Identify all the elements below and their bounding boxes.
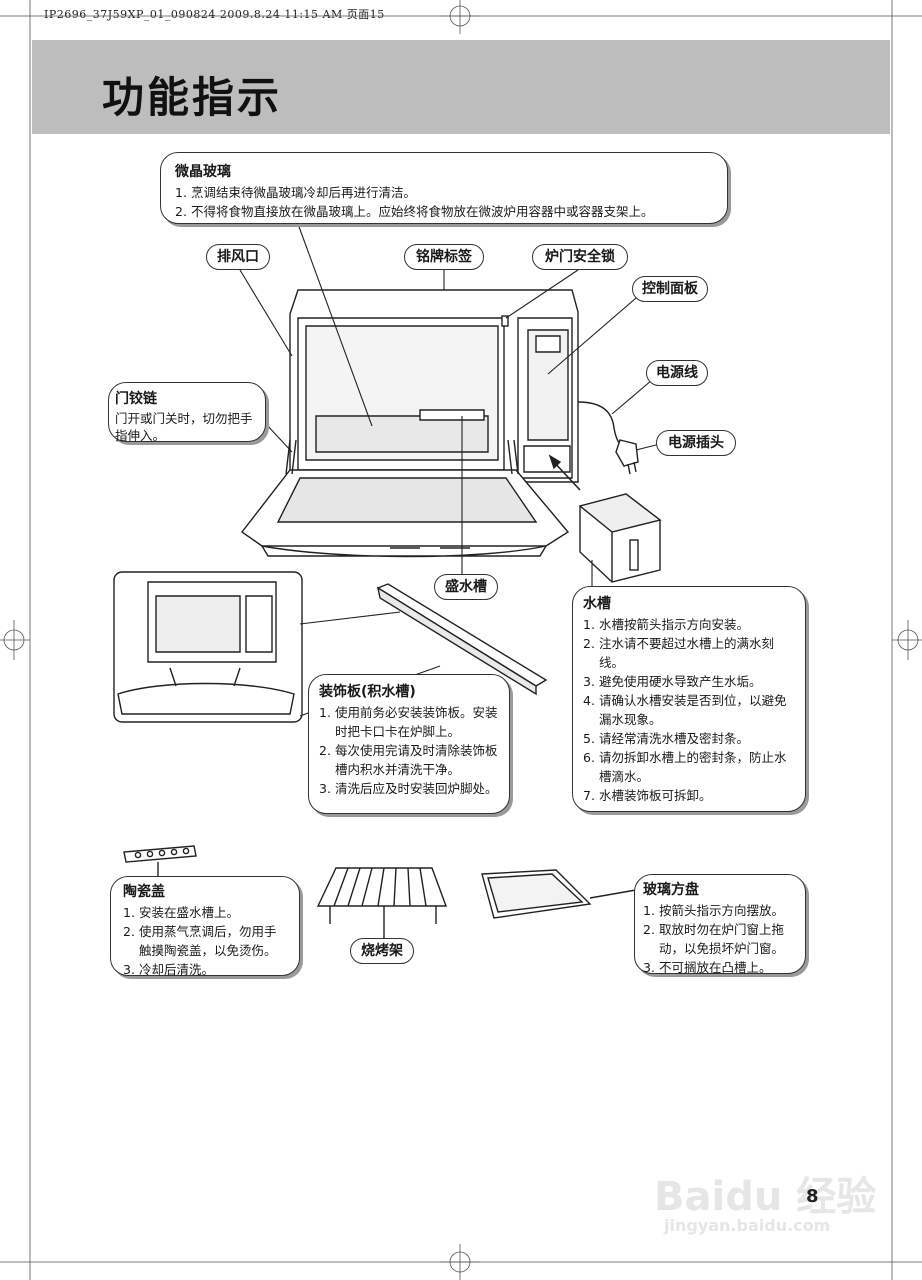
callout-ceramic-lid-title: 陶瓷盖 — [123, 884, 165, 900]
callout-glass-title: 微晶玻璃 — [175, 164, 231, 180]
callout-water-tank: 水槽 1.水槽按箭头指示方向安装。 2.注水请不要超过水槽上的满水刻线。 3.避… — [572, 586, 806, 812]
tag-drip-tray: 盛水槽 — [434, 574, 498, 600]
tag-power-plug: 电源插头 — [656, 430, 736, 456]
glass-tray-illustration — [481, 869, 637, 919]
page-number: 8 — [806, 1186, 819, 1207]
callout-trim-title: 装饰板(积水槽) — [319, 684, 416, 700]
microwave-illustration — [240, 289, 639, 558]
callout-trim: 装饰板(积水槽) 1.使用前务必安装装饰板。安装时把卡口卡在炉脚上。 2.每次使… — [308, 674, 510, 814]
list-item: 1.按箭头指示方向摆放。 — [643, 903, 785, 918]
list-item: 2.取放时勿在炉门窗上拖动，以免损坏炉门窗。 — [643, 922, 785, 956]
list-item: 6.请勿拆卸水槽上的密封条，防止水槽滴水。 — [583, 750, 787, 784]
inset-illustration — [113, 571, 303, 723]
callout-water-tank-title: 水槽 — [583, 596, 611, 612]
tag-vent: 排风口 — [206, 244, 270, 270]
list-item: 4.请确认水槽安装是否到位，以避免漏水现象。 — [583, 693, 787, 727]
ceramic-lid-illustration — [123, 845, 197, 878]
callout-hinge-text: 门开或门关时，切勿把手指伸入。 — [115, 411, 253, 443]
watermark-url: jingyan.baidu.com — [664, 1216, 831, 1235]
list-item: 2.不得将食物直接放在微晶玻璃上。应始终将食物放在微波炉用容器中或容器支架上。 — [175, 204, 654, 219]
list-item: 2.注水请不要超过水槽上的满水刻线。 — [583, 636, 775, 670]
tag-grill-rack: 烧烤架 — [350, 938, 414, 964]
trim-board-illustration — [376, 583, 548, 696]
list-item: 3.冷却后清洗。 — [123, 962, 215, 977]
callout-glass-tray-title: 玻璃方盘 — [643, 882, 699, 898]
list-item: 2.每次使用完请及时清除装饰板槽内积水并清洗干净。 — [319, 743, 498, 777]
page-title: 功能指示 — [102, 73, 283, 122]
list-item: 2.使用蒸气烹调后，勿用手触摸陶瓷盖，以免烫伤。 — [123, 924, 277, 958]
watermark-brand: Baidu 经验 — [654, 1174, 877, 1220]
tag-control-panel: 控制面板 — [632, 276, 708, 302]
list-item: 1.水槽按箭头指示方向安装。 — [583, 617, 750, 632]
callout-hinge: 门铰链 门开或门关时，切勿把手指伸入。 — [108, 382, 266, 443]
tag-nameplate: 铭牌标签 — [404, 244, 484, 270]
grill-rack-illustration — [316, 867, 448, 940]
callout-glass-tray: 玻璃方盘 1.按箭头指示方向摆放。 2.取放时勿在炉门窗上拖动，以免损坏炉门窗。… — [634, 874, 806, 975]
title-banner — [32, 40, 890, 134]
list-item: 1.安装在盛水槽上。 — [123, 905, 240, 920]
list-item: 3.不可搁放在凸槽上。 — [643, 960, 772, 975]
list-item: 1.烹调结束待微晶玻璃冷却后再进行清洁。 — [175, 185, 417, 200]
water-tank-illustration — [578, 493, 662, 583]
list-item: 5.请经常清洗水槽及密封条。 — [583, 731, 750, 746]
tag-power-cord: 电源线 — [646, 360, 708, 386]
list-item: 3.避免使用硬水导致产生水垢。 — [583, 674, 762, 689]
callout-ceramic-lid: 陶瓷盖 1.安装在盛水槽上。 2.使用蒸气烹调后，勿用手触摸陶瓷盖，以免烫伤。 … — [110, 876, 300, 977]
callout-glass: 微晶玻璃 1.烹调结束待微晶玻璃冷却后再进行清洁。 2.不得将食物直接放在微晶玻… — [160, 152, 728, 224]
list-item: 3.清洗后应及时安装回炉脚处。 — [319, 781, 498, 796]
list-item: 1.使用前务必安装装饰板。安装时把卡口卡在炉脚上。 — [319, 705, 498, 739]
print-header: IP2696_37J59XP_01_090824 2009.8.24 11:15… — [44, 8, 385, 21]
list-item: 7.水槽装饰板可拆卸。 — [583, 788, 712, 803]
callout-hinge-title: 门铰链 — [115, 391, 157, 407]
tag-door-lock: 炉门安全锁 — [532, 244, 628, 270]
